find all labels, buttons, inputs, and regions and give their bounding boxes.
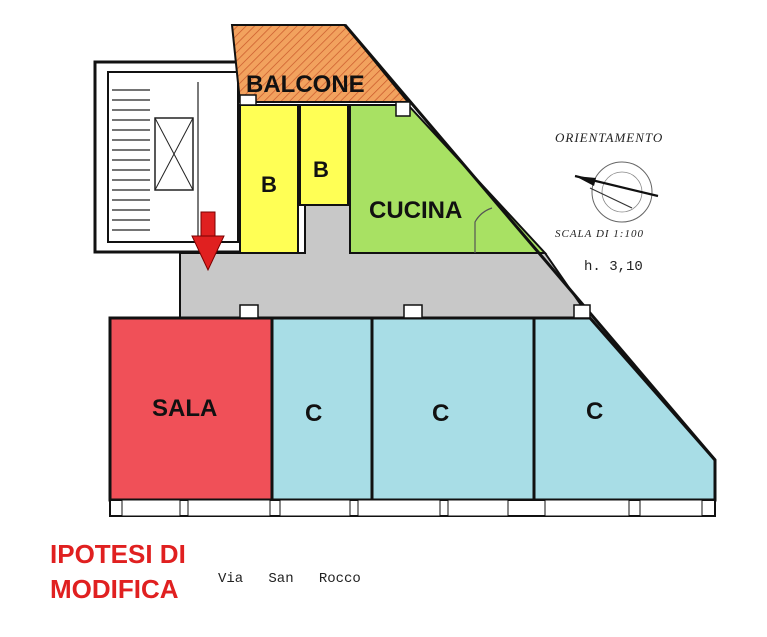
camera3-label: C bbox=[586, 398, 603, 425]
sala-label: SALA bbox=[152, 395, 217, 422]
orientation-title: ORIENTAMENTO bbox=[555, 130, 663, 145]
street-facade bbox=[109, 499, 716, 517]
balcone-label: BALCONE bbox=[246, 71, 365, 98]
caption-line1: IPOTESI DI bbox=[50, 539, 186, 569]
door-swing bbox=[474, 207, 493, 253]
height-note: h. 3,10 bbox=[584, 259, 643, 275]
bagno2-label: B bbox=[313, 157, 329, 182]
bagno2-area bbox=[299, 104, 349, 206]
cucina-area bbox=[349, 104, 548, 254]
camera2-area bbox=[370, 316, 536, 502]
compass-icon bbox=[574, 161, 659, 223]
camera2-label: C bbox=[432, 400, 449, 427]
scale-note: SCALA DI 1:100 bbox=[555, 228, 644, 240]
entrance-arrow bbox=[191, 211, 225, 272]
camera3-area bbox=[532, 316, 717, 502]
street-name: Via San Rocco bbox=[218, 571, 361, 587]
cucina-label: CUCINA bbox=[369, 197, 462, 224]
camera1-label: C bbox=[305, 400, 322, 427]
bagno1-area bbox=[239, 104, 299, 254]
pillars bbox=[239, 94, 591, 319]
diagonal-wall bbox=[343, 24, 717, 461]
stairwell bbox=[93, 60, 247, 254]
bagno1-label: B bbox=[261, 172, 277, 197]
orientation-block: ORIENTAMENTO SCALA DI 1:100 h. 3,10 bbox=[555, 130, 663, 275]
caption-line2: MODIFICA bbox=[50, 574, 179, 604]
